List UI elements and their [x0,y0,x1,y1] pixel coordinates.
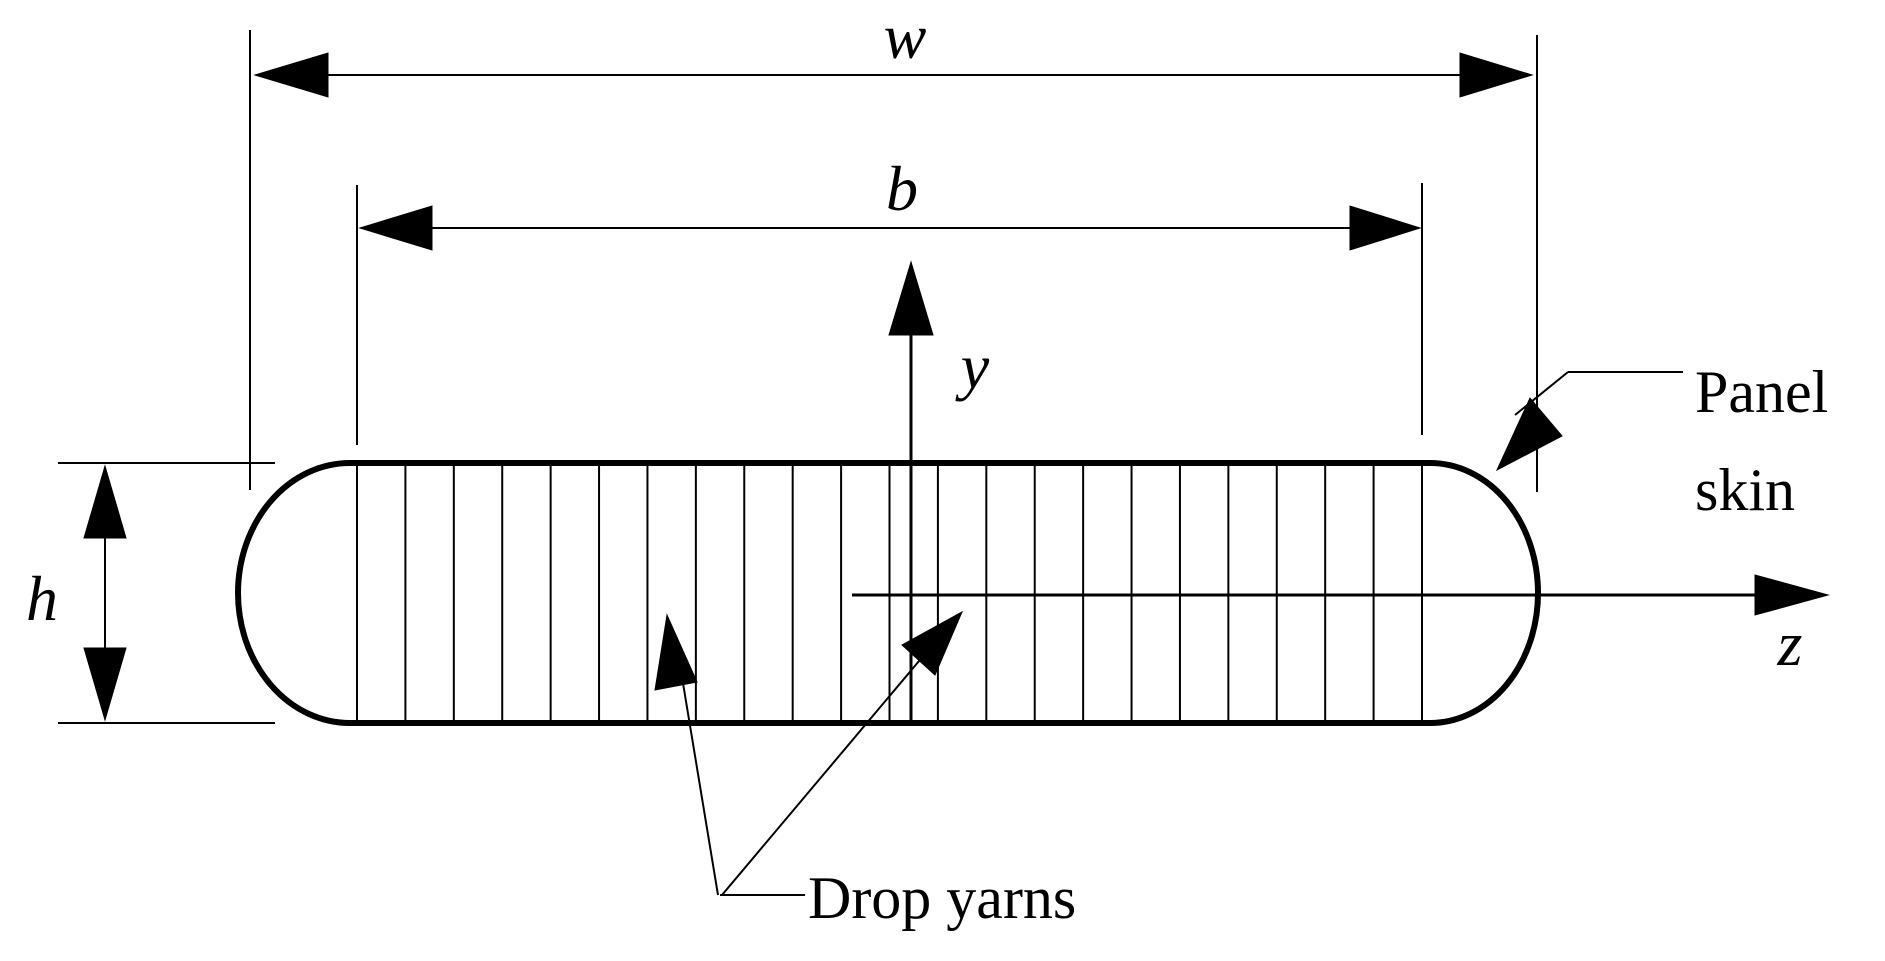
w-arrowhead-right [1459,52,1534,98]
panel-skin-arrowhead [1495,397,1563,472]
w-label: w [884,1,927,72]
drop-yarns-group [356,466,1423,720]
drop-yarns-arrowhead-2 [901,610,964,676]
y-label: y [955,331,990,402]
panel-skin-label-line1: Panel [1695,359,1828,425]
drop-yarns-arrowhead-1 [654,613,698,691]
y-axis [888,260,934,725]
dimension-w [249,30,1538,492]
panel-skin-leader-line [1514,371,1569,416]
z-axis [852,574,1830,616]
panel-skin-label-line2: skin [1695,457,1795,523]
panel-skin-outline [235,460,1541,726]
z-label: z [1777,608,1803,679]
drop-yarns-label: Drop yarns [808,865,1076,931]
panel-skin-leader [1495,371,1683,472]
drop-yarns-leader-1 [679,664,719,896]
w-arrowhead-left [253,52,329,98]
b-arrowhead-right [1349,205,1422,251]
drop-yarns-leader [654,610,964,896]
drop-yarns-leader-2 [721,647,931,896]
b-arrowhead-left [358,205,433,251]
b-label: b [886,153,918,224]
dimension-h [58,462,275,724]
h-arrowhead-bottom [83,647,127,722]
y-axis-arrowhead [888,260,934,336]
dimension-b [356,183,1423,445]
z-axis-arrowhead [1754,574,1830,616]
h-arrowhead-top [83,464,127,539]
h-label: h [26,563,58,634]
